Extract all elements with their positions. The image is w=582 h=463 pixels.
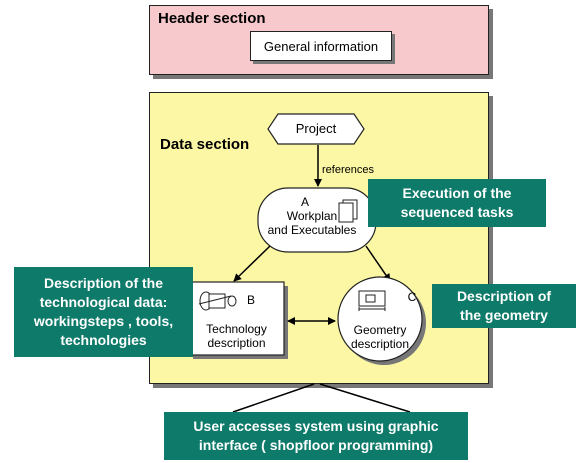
project-hexagon <box>267 113 365 145</box>
access-line-left <box>232 383 315 413</box>
general-information-box: General information <box>250 31 392 61</box>
node-a-letter: A <box>300 195 309 209</box>
references-label: references <box>322 164 374 176</box>
callout-execution: Execution of the sequenced tasks <box>368 179 546 227</box>
header-section-title: Header section <box>158 10 266 27</box>
access-line-right <box>319 383 411 413</box>
callout-technological-data: Description of the technological data: w… <box>14 267 193 357</box>
tool-icon <box>198 291 237 311</box>
document-stack-icon <box>338 199 358 223</box>
node-b-letter: B <box>246 293 255 307</box>
data-section-title: Data section <box>160 136 250 153</box>
node-a-label: Workplan and Executables <box>267 209 357 237</box>
project-label: Project <box>295 121 337 136</box>
node-c-letter: C <box>407 290 417 304</box>
arrow-a-to-c <box>365 245 391 282</box>
node-b-label: Technology description <box>206 322 267 350</box>
node-c-label: Geometry description <box>350 323 410 351</box>
callout-geometry: Description of the geometry <box>432 284 576 328</box>
geometry-icon <box>358 290 386 311</box>
callout-user-access: User accesses system using graphic inter… <box>164 412 468 460</box>
arrow-a-to-b <box>233 245 271 282</box>
